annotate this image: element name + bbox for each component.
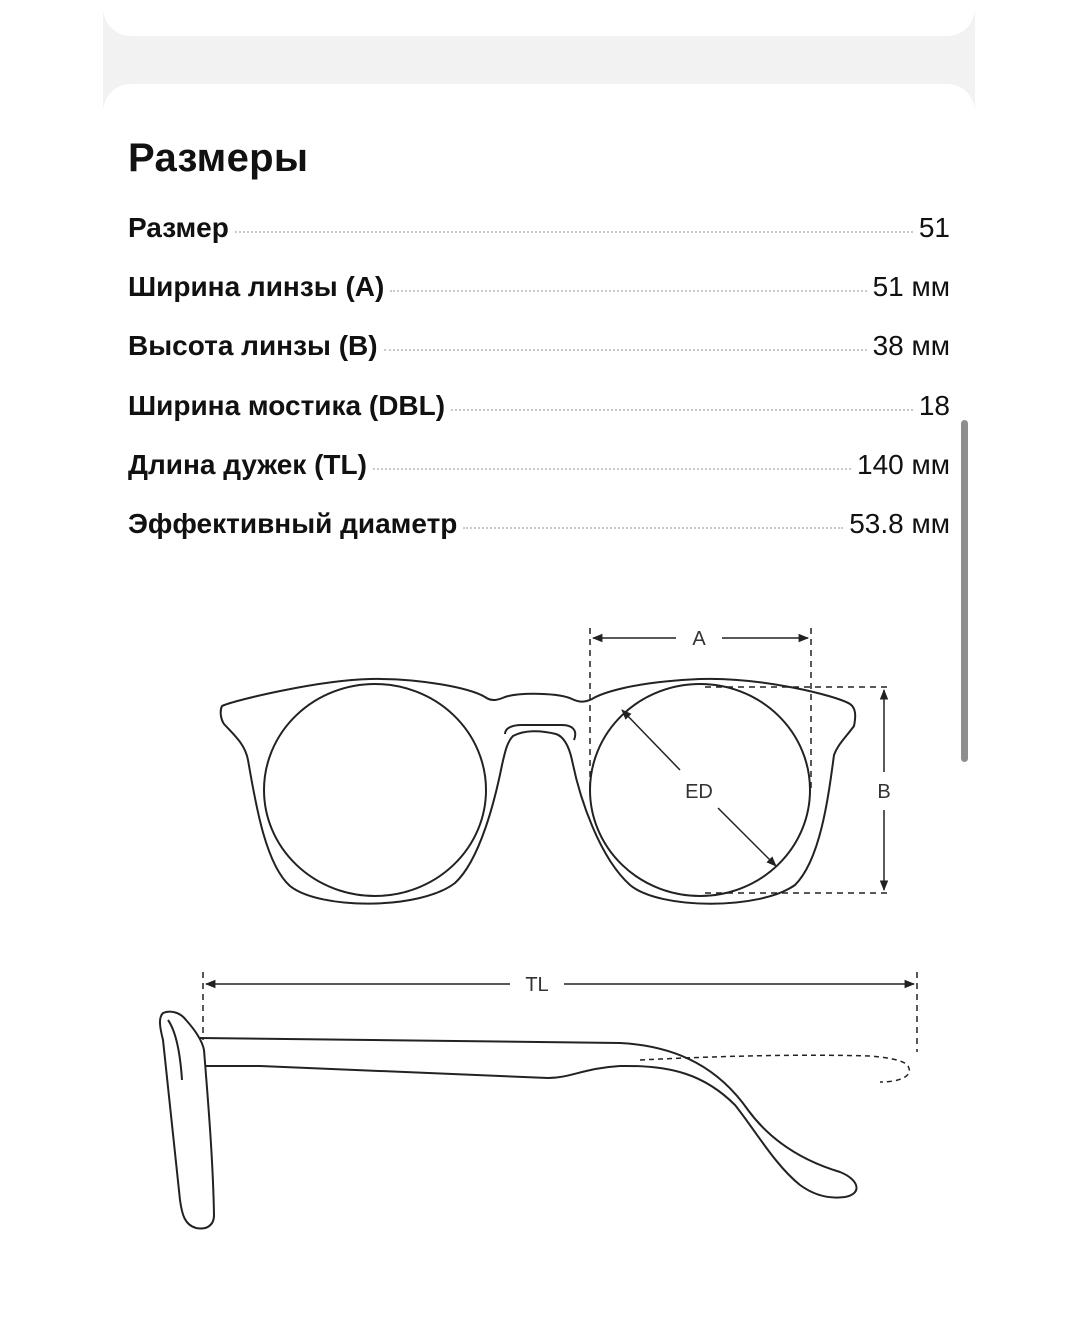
dotted-leader: [451, 408, 913, 411]
spec-label: Размер: [128, 212, 229, 243]
spec-label: Ширина мостика (DBL): [128, 389, 446, 421]
previous-section-card: [103, 0, 975, 36]
spec-row-size: Размер 51: [128, 206, 950, 265]
dimension-a: [589, 628, 812, 790]
front-frame-outline: [219, 677, 857, 905]
section-title: Размеры: [128, 136, 309, 180]
dimension-b: [705, 686, 892, 894]
spec-row-effective-diameter: Эффективный диаметр 53.8 мм: [128, 502, 950, 561]
spec-list: Размер 51 Ширина линзы (A) 51 мм Высота …: [128, 206, 950, 561]
front-rim-side: [159, 1010, 215, 1230]
spec-label: Длина дужек (TL): [128, 448, 367, 480]
dimension-tl-label: TL: [525, 974, 548, 996]
dotted-leader: [383, 349, 867, 352]
scrollbar[interactable]: [961, 420, 968, 762]
dimension-b-label: B: [877, 781, 890, 803]
glasses-side-view: [159, 1010, 858, 1230]
dimension-ed-arrow-up: [621, 709, 681, 771]
bridge-hole: [504, 724, 577, 741]
dimension-a-label: A: [692, 628, 706, 650]
glasses-front-view: [219, 677, 857, 905]
spec-value: 18: [918, 389, 950, 421]
spec-label: Ширина линзы (A): [128, 271, 385, 303]
spec-value: 53.8 мм: [849, 507, 950, 539]
front-rim-edge: [167, 1019, 183, 1081]
dimension-ed-arrow-down: [717, 807, 777, 867]
dotted-leader: [372, 467, 851, 470]
dotted-leader: [234, 231, 913, 233]
spec-value: 38 мм: [872, 330, 950, 362]
spec-value: 51 мм: [872, 271, 950, 303]
dimension-ed: [621, 709, 777, 867]
spec-row-temple-length: Длина дужек (TL) 140 мм: [128, 443, 950, 502]
glasses-dimension-diagram: A B ED TL: [159, 628, 918, 1230]
temple-straight-outline: [639, 1054, 911, 1083]
spec-label: Эффективный диаметр: [128, 507, 458, 539]
spec-label: Высота линзы (B): [128, 330, 378, 362]
dimension-tl: [202, 972, 918, 1052]
temple-arm: [199, 1037, 858, 1199]
dotted-leader: [390, 290, 867, 293]
spec-value: 51: [918, 212, 950, 243]
dimension-ed-label: ED: [685, 781, 713, 803]
spec-row-bridge-width: Ширина мостика (DBL) 18: [128, 384, 950, 443]
spec-row-lens-width: Ширина линзы (A) 51 мм: [128, 265, 950, 324]
left-lens: [263, 683, 487, 897]
dotted-leader: [463, 526, 844, 529]
spec-row-lens-height: Высота линзы (B) 38 мм: [128, 324, 950, 383]
spec-value: 140 мм: [857, 448, 950, 480]
right-lens: [589, 683, 811, 897]
